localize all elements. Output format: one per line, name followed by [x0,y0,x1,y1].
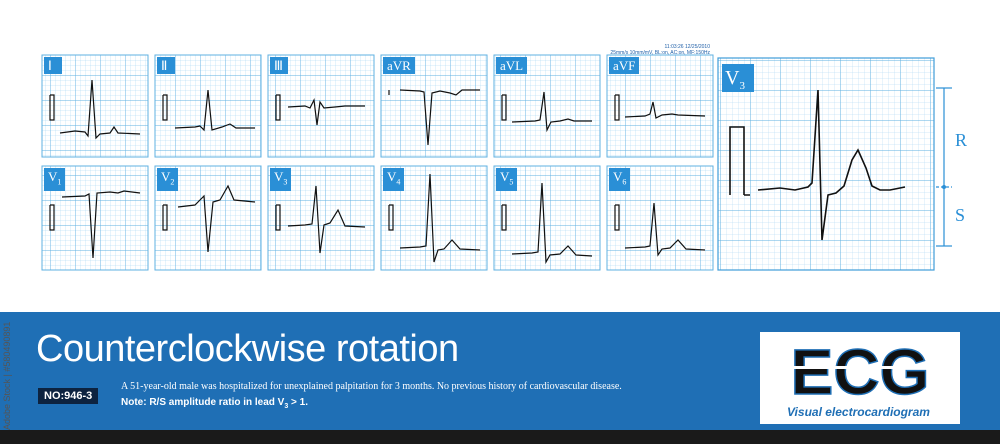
lead-panel-aVR [380,54,488,158]
lead-label-I: Ⅰ [44,57,62,74]
ecg-logo-mark: ECG [780,335,940,409]
case-note: Note: R/S amplitude ratio in lead V3 > 1… [121,397,309,410]
r-wave-label: R [955,130,968,150]
lead-label-V5: V5 [496,168,518,191]
recording-settings: 25mm/s 10mm/mV, BL:on, AC:on, MF:150Hz [610,50,710,56]
lead-label-V6: V6 [609,168,631,191]
logo-subtitle: Visual electrocardiogram [787,405,930,419]
lead-label-III: Ⅲ [270,57,288,74]
page-title: Counterclockwise rotation [36,328,459,370]
case-id-badge: NO:946-3 [38,388,99,404]
bottom-bar [0,430,1000,444]
lead-label-V3: V3 [270,168,292,191]
logo-text: ECG [791,336,930,404]
lead-label-II: Ⅱ [157,57,175,74]
lead-label-V4: V4 [383,168,405,191]
lead-label-V1: V1 [44,168,66,191]
title-banner: Counterclockwise rotation NO:946-3 A 51-… [0,312,1000,430]
ecg-panels [41,54,952,271]
s-wave-label: S [955,205,966,225]
lead-label-aVL: aVL [496,57,528,74]
lead-label-V2: V2 [157,168,179,191]
stock-id: Adobe Stock | #580490891 [2,321,12,430]
lead-label-aVR: aVR [383,57,415,74]
detail-panel-V3 [717,57,952,271]
lead-label-aVF: aVF [609,57,640,74]
ecg-logo: ECG Visual electrocardiogram [760,332,960,424]
case-description: A 51-year-old male was hospitalized for … [121,381,622,392]
detail-lead-label: V3 [722,64,754,92]
recording-timestamp: 11:03:26 12/25/2010 [664,44,710,50]
